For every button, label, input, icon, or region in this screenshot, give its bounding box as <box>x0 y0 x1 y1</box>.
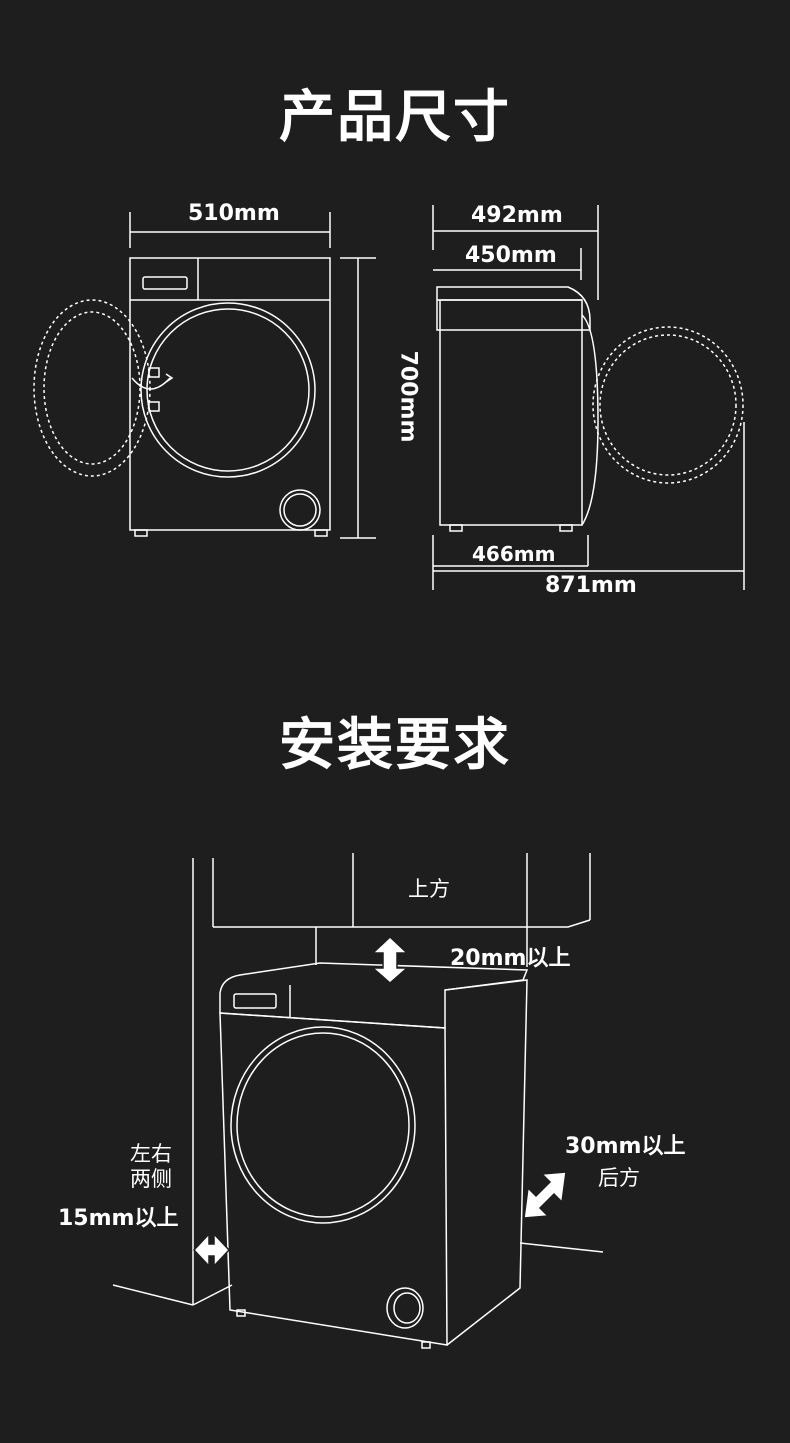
front-view-open-door <box>33 299 151 477</box>
product-dimensions-title: 产品尺寸 <box>279 85 511 150</box>
top-label: 上方 <box>408 877 450 901</box>
wall-cabinet <box>112 853 604 1306</box>
side-clearance-label: 15mm以上 <box>58 1206 179 1231</box>
top-clearance-label: 20mm以上 <box>450 946 571 971</box>
installation-requirements-title: 安装要求 <box>279 713 511 778</box>
hinge-rotation-icon <box>131 367 174 412</box>
back-label: 后方 <box>598 1166 640 1190</box>
side-clearance-arrow-icon <box>192 1232 231 1268</box>
installed-washer <box>219 962 529 1349</box>
side-depth-492-dimension <box>432 205 599 300</box>
door-open-depth-label: 871mm <box>545 573 637 598</box>
side-total-depth-label: 492mm <box>471 203 563 228</box>
back-clearance-label: 30mm以上 <box>565 1134 686 1159</box>
back-clearance-arrow-icon <box>523 1171 567 1219</box>
side-depth-450-dimension <box>433 248 582 280</box>
front-view-washer <box>129 257 331 537</box>
side-depth-871-dimension <box>433 422 745 590</box>
side-body-depth-label: 450mm <box>465 243 557 268</box>
side-base-depth-label: 466mm <box>472 542 556 566</box>
height-label: 700mm <box>395 350 421 443</box>
front-width-label: 510mm <box>188 201 280 226</box>
side-label-line2: 两侧 <box>130 1167 172 1191</box>
side-view-washer <box>436 286 599 532</box>
height-dimension <box>340 257 376 539</box>
front-width-dimension <box>129 212 331 248</box>
side-depth-466-dimension <box>432 535 589 590</box>
side-label-line1: 左右 <box>130 1142 172 1166</box>
top-clearance-arrow-icon <box>371 935 409 985</box>
side-view-open-door <box>592 326 744 484</box>
